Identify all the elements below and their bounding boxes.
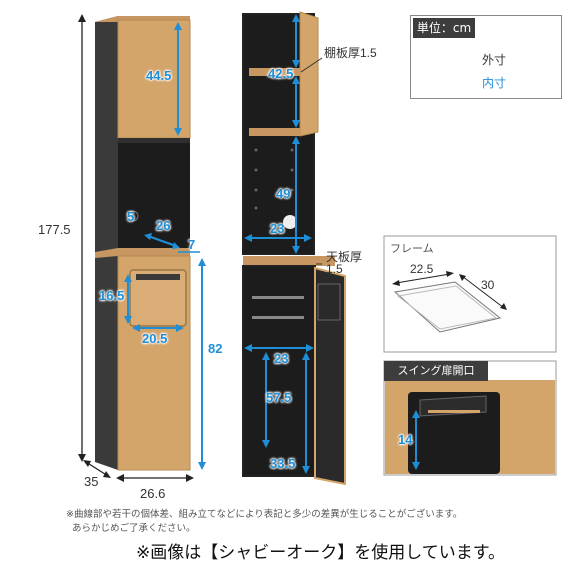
bottom-inner-height-label: 33.5 bbox=[270, 456, 296, 471]
total-height-dimension bbox=[78, 14, 86, 462]
middle-inner-height-dimension bbox=[292, 136, 300, 254]
width-dimension bbox=[116, 474, 194, 482]
note-line-1: ※曲線部や若干の個体差、組み立てなどにより表記と多少の差異が生じることがございま… bbox=[66, 509, 463, 520]
inner-legend-label: 内寸 bbox=[482, 76, 507, 90]
lower-opening-height-dimension bbox=[124, 274, 132, 324]
swing-panel-title: スイング扉開口 bbox=[384, 361, 488, 381]
shelf-thickness-leader bbox=[300, 57, 323, 265]
swing-height-dimension bbox=[412, 410, 420, 470]
upper-door-inner-dimension bbox=[174, 22, 182, 136]
middle-inner-width-dimension bbox=[244, 234, 312, 242]
lower-opening-width-label: 20.5 bbox=[142, 331, 168, 346]
top-board-value: 1.5 bbox=[326, 262, 343, 276]
middle-inner-width-label: 23 bbox=[270, 221, 285, 236]
frame-width-arrow bbox=[392, 271, 454, 286]
outer-legend-label: 外寸 bbox=[482, 53, 507, 67]
lower-height-label: 82 bbox=[208, 341, 223, 356]
lower-inner-height-dimension bbox=[262, 352, 270, 448]
frame-title: フレーム bbox=[390, 243, 434, 255]
note-line-2: あらかじめご了承ください。 bbox=[72, 523, 196, 534]
bottom-inner-height-dimension bbox=[302, 352, 310, 474]
lower-height-dimension bbox=[198, 258, 206, 470]
open-upper-door bbox=[299, 11, 319, 137]
open-cabinet-lower bbox=[242, 265, 316, 477]
unit-tag: 単位：cm bbox=[413, 18, 475, 38]
open-shelf-marker-label: 5 bbox=[127, 209, 135, 224]
total-height-label: 177.5 bbox=[38, 222, 71, 237]
shelf-thickness-label: 棚板厚1.5 bbox=[324, 46, 377, 60]
top-board-label: 天板厚 bbox=[326, 250, 363, 264]
width-label: 26.6 bbox=[140, 486, 166, 501]
depth-label: 35 bbox=[84, 474, 99, 489]
upper-door-inner-label: 44.5 bbox=[146, 68, 172, 83]
upper-inner-height-label: 42.5 bbox=[268, 66, 294, 81]
frame-depth-arrow bbox=[459, 274, 507, 310]
open-shelf-depth-label: 26 bbox=[156, 218, 171, 233]
footer-note: ※画像は【シャビーオーク】を使用しています。 bbox=[136, 543, 506, 563]
upper-inner-height-dimension bbox=[292, 14, 300, 128]
lower-opening-height-label: 16.5 bbox=[99, 288, 125, 303]
lower-inner-height-label: 57.5 bbox=[266, 390, 292, 405]
lower-inner-width-dimension bbox=[244, 344, 314, 352]
depth-dimension bbox=[83, 460, 111, 478]
open-lower-door bbox=[314, 266, 346, 486]
middle-inner-height-label: 49 bbox=[276, 186, 291, 201]
upper-shelf bbox=[249, 68, 301, 76]
middle-shelf bbox=[249, 128, 301, 136]
gap-seven-label: 7 bbox=[188, 237, 196, 252]
swing-door bbox=[129, 269, 187, 327]
lower-inner-width-label: 23 bbox=[274, 351, 289, 366]
frame-shape bbox=[393, 281, 502, 333]
lower-opening-width-dimension bbox=[132, 324, 184, 332]
open-shelf-cavity bbox=[118, 138, 190, 250]
swing-height-label: 14 bbox=[398, 432, 413, 447]
frame-depth-label: 30 bbox=[481, 278, 495, 292]
lower-top-board-open bbox=[243, 256, 335, 266]
open-shelf-depth-dimension bbox=[144, 233, 180, 249]
frame-width-label: 22.5 bbox=[410, 262, 434, 276]
cabinet-side-panel bbox=[95, 16, 118, 470]
